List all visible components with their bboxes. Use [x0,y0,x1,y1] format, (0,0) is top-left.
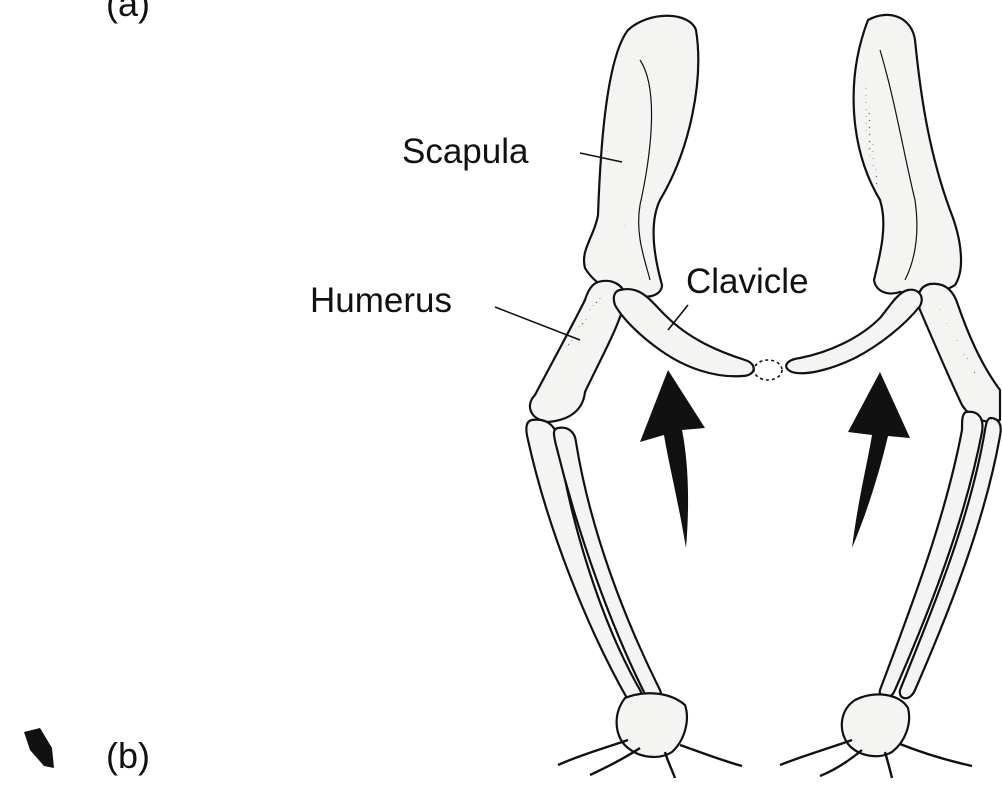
left-radius [526,420,641,704]
clavicle-label: Clavicle [686,264,809,299]
humerus-leader [495,307,580,340]
left-limb [526,16,753,778]
right-hand [842,694,909,756]
right-clavicle [786,290,921,374]
scapula-label: Scapula [402,134,528,169]
upward-arrow-icon [640,370,705,548]
right-ulna [900,418,1001,698]
left-scapula [584,16,698,297]
right-humerus [918,284,1000,422]
humerus-label: Humerus [310,283,452,318]
left-clavicle [614,289,754,376]
left-hand [617,693,687,757]
left-humerus [530,281,625,422]
panel-label-a: (a) [106,0,150,22]
upward-arrow-icon [848,372,910,548]
panel-label-b: (b) [106,738,150,774]
scribble-mark-icon [24,728,54,768]
clavicle-junction [754,360,782,380]
